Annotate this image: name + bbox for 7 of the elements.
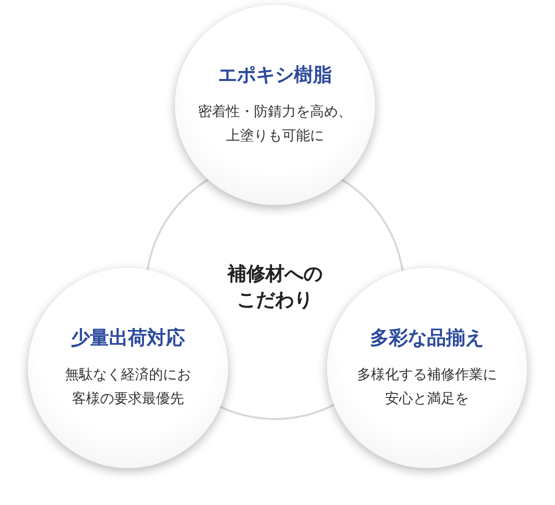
circle-heading: 多彩な品揃え bbox=[370, 326, 484, 350]
circle-description: 密着性・防錆力を高め、上塗りも可能に bbox=[198, 102, 352, 146]
circle-description: 多様化する補修作業に安心と満足を bbox=[357, 366, 497, 409]
center-heading: 補修材へのこだわり bbox=[228, 262, 322, 314]
circle-heading: 少量出荷対応 bbox=[71, 326, 185, 350]
circle-description: 無駄なく経済的にお客様の要求最優先 bbox=[65, 366, 191, 409]
circle-heading: エポキシ樹脂 bbox=[218, 62, 332, 88]
